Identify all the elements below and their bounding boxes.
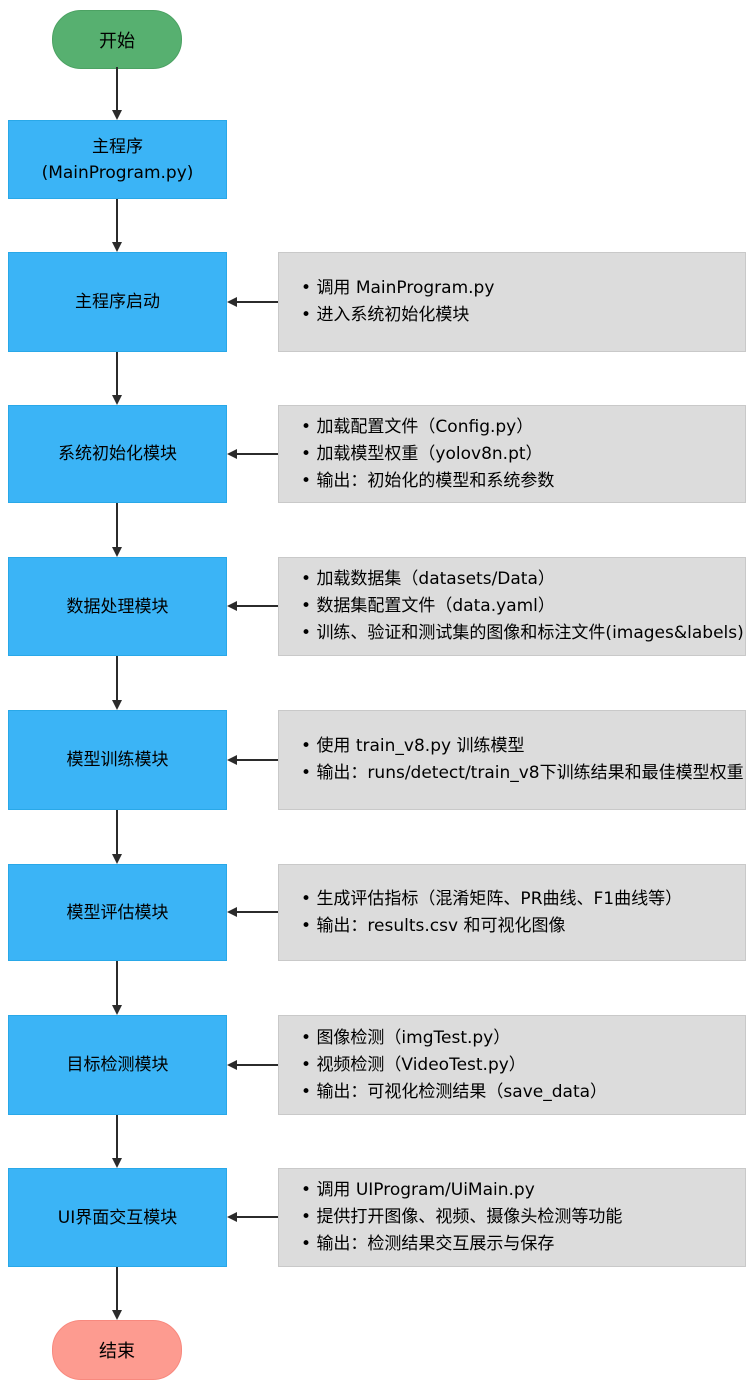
note-step-data: 加载数据集（datasets/Data） 数据集配置文件（data.yaml） … [278, 557, 746, 656]
step-label: 模型评估模块 [66, 902, 169, 923]
note-bullet: 进入系统初始化模块 [301, 302, 735, 329]
arrowhead-left-icon [227, 755, 237, 765]
arrowhead-down-icon [112, 395, 122, 405]
note-bullet: 调用 MainProgram.py [301, 275, 735, 302]
step-label: UI界面交互模块 [57, 1207, 178, 1228]
note-bullet: 输出：检测结果交互展示与保存 [301, 1231, 735, 1258]
main-program-line1: 主程序 [92, 136, 143, 157]
arrow-step5-to-step6 [112, 961, 122, 1015]
start-label: 开始 [99, 30, 135, 52]
arrow-step6-to-step7 [112, 1115, 122, 1168]
arrowhead-down-icon [112, 1005, 122, 1015]
process-step-startup: 主程序启动 [8, 252, 227, 352]
arrowhead-down-icon [112, 1158, 122, 1168]
arrowhead-left-icon [227, 907, 237, 917]
note-step-detect: 图像检测（imgTest.py） 视频检测（VideoTest.py） 输出：可… [278, 1015, 746, 1115]
note-bullet: 数据集配置文件（data.yaml） [301, 593, 735, 620]
arrowhead-left-icon [227, 1212, 237, 1222]
step-label: 模型训练模块 [66, 750, 169, 770]
process-step-detect: 目标检测模块 [8, 1015, 227, 1115]
note-bullet: 使用 train_v8.py 训练模型 [301, 733, 735, 760]
process-step-train: 模型训练模块 [8, 710, 227, 810]
arrowhead-down-icon [112, 854, 122, 864]
note-step-startup: 调用 MainProgram.py 进入系统初始化模块 [278, 252, 746, 352]
arrowhead-left-icon [227, 449, 237, 459]
start-node: 开始 [52, 10, 182, 69]
arrow-start-to-main [112, 67, 122, 120]
arrow-note-to-step2 [227, 449, 278, 459]
arrowhead-down-icon [112, 547, 122, 557]
arrow-main-to-step1 [112, 199, 122, 252]
arrowhead-left-icon [227, 601, 237, 611]
note-step-init: 加载配置文件（Config.py） 加载模型权重（yolov8n.pt） 输出：… [278, 405, 746, 503]
arrow-note-to-step5 [227, 907, 278, 917]
arrowhead-down-icon [112, 110, 122, 120]
step-label: 主程序启动 [75, 292, 160, 312]
process-step-data: 数据处理模块 [8, 557, 227, 656]
arrow-step1-to-step2 [112, 352, 122, 405]
process-step-eval: 模型评估模块 [8, 864, 227, 961]
process-step-init: 系统初始化模块 [8, 405, 227, 503]
process-main-program: 主程序 (MainProgram.py) [8, 120, 227, 199]
note-step-ui: 调用 UIProgram/UiMain.py 提供打开图像、视频、摄像头检测等功… [278, 1168, 746, 1267]
arrow-step3-to-step4 [112, 656, 122, 710]
note-bullet: 训练、验证和测试集的图像和标注文件(images&labels) [301, 620, 743, 647]
note-step-eval: 生成评估指标（混淆矩阵、PR曲线、F1曲线等） 输出：results.csv 和… [278, 864, 746, 961]
arrow-note-to-step4 [227, 755, 278, 765]
note-bullet: 图像检测（imgTest.py） [301, 1025, 735, 1052]
arrowhead-left-icon [227, 297, 237, 307]
note-bullet: 加载配置文件（Config.py） [301, 414, 735, 441]
end-node: 结束 [52, 1320, 182, 1380]
arrowhead-down-icon [112, 242, 122, 252]
arrow-note-to-step6 [227, 1060, 278, 1070]
step-label: 目标检测模块 [66, 1055, 169, 1075]
note-bullet: 输出：初始化的模型和系统参数 [301, 468, 735, 495]
note-bullet: 输出：可视化检测结果（save_data） [301, 1079, 735, 1106]
note-bullet: 视频检测（VideoTest.py） [301, 1052, 735, 1079]
process-step-ui: UI界面交互模块 [8, 1168, 227, 1267]
arrow-step2-to-step3 [112, 503, 122, 557]
note-bullet: 加载数据集（datasets/Data） [301, 566, 735, 593]
end-label: 结束 [99, 1341, 135, 1362]
note-bullet: 输出：results.csv 和可视化图像 [301, 913, 735, 940]
step-label: 系统初始化模块 [58, 444, 177, 464]
arrow-note-to-step1 [227, 297, 278, 307]
arrowhead-down-icon [112, 1310, 122, 1320]
main-program-line2: (MainProgram.py) [41, 162, 194, 183]
step-label: 数据处理模块 [66, 596, 169, 617]
note-bullet: 调用 UIProgram/UiMain.py [301, 1177, 735, 1204]
note-bullet: 输出：runs/detect/train_v8下训练结果和最佳模型权重 [301, 760, 743, 787]
note-step-train: 使用 train_v8.py 训练模型 输出：runs/detect/train… [278, 710, 746, 810]
arrow-step7-to-end [112, 1267, 122, 1320]
arrow-note-to-step7 [227, 1212, 278, 1222]
arrow-step4-to-step5 [112, 810, 122, 864]
note-bullet: 加载模型权重（yolov8n.pt） [301, 441, 735, 468]
note-bullet: 生成评估指标（混淆矩阵、PR曲线、F1曲线等） [301, 886, 735, 913]
arrowhead-left-icon [227, 1060, 237, 1070]
arrow-note-to-step3 [227, 601, 278, 611]
note-bullet: 提供打开图像、视频、摄像头检测等功能 [301, 1204, 735, 1231]
arrowhead-down-icon [112, 700, 122, 710]
